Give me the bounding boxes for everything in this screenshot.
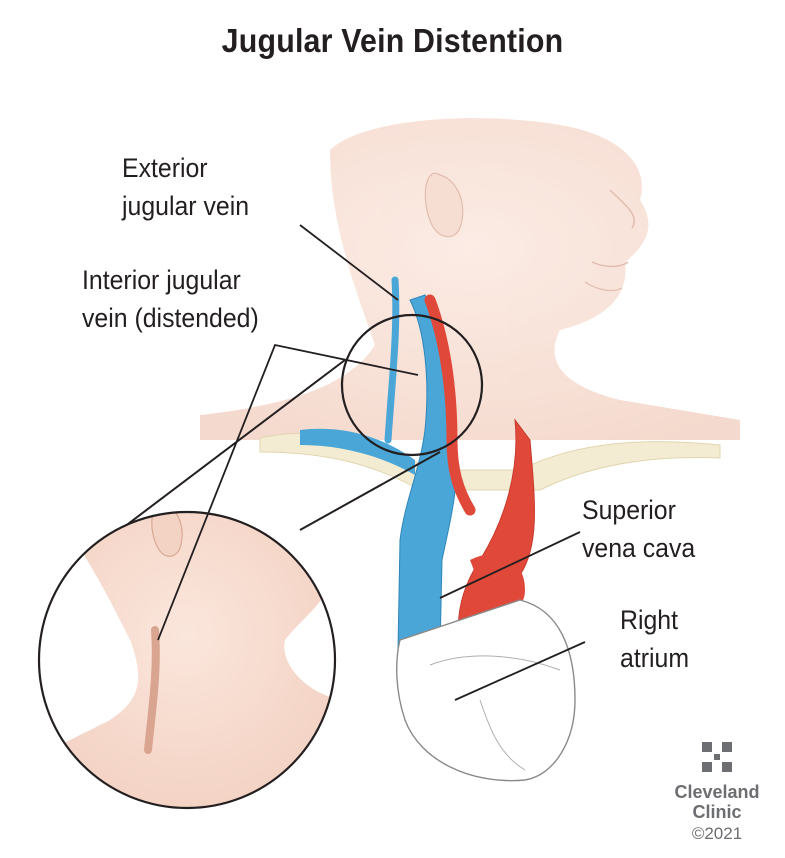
- leader-atrium: [454, 641, 586, 701]
- subclavian-vein: [300, 428, 415, 475]
- cleveland-clinic-logo-icon: [702, 742, 732, 772]
- zoom-inset: [37, 510, 337, 810]
- magnify-connector-1: [119, 359, 346, 531]
- copyright: ©2021: [691, 824, 743, 843]
- label-atrium-line2: atrium: [620, 643, 690, 673]
- leader-exterior: [299, 224, 399, 301]
- cleveland-clinic-logo: Cleveland Clinic ©2021: [662, 742, 772, 844]
- label-svc-line2: vena cava: [582, 533, 696, 563]
- logo-line2: Clinic: [692, 802, 742, 822]
- leader-svc: [439, 531, 581, 599]
- label-interior-line1: Interior jugular: [82, 265, 241, 295]
- label-atrium-line1: Right: [620, 605, 678, 635]
- label-interior-line2: vein (distended): [82, 303, 259, 333]
- carotid-artery: [424, 294, 476, 516]
- head-neck: [200, 118, 740, 441]
- heart: [396, 599, 576, 782]
- logo-line1: Cleveland: [674, 782, 760, 802]
- label-exterior-line2: jugular vein: [122, 191, 250, 221]
- label-exterior-line1: Exterior: [122, 153, 208, 183]
- aortic-arch: [470, 554, 525, 615]
- page-title: Jugular Vein Distention: [221, 22, 564, 59]
- magnify-connector-2: [299, 451, 441, 531]
- distended-vein-inset: [144, 626, 160, 754]
- leader-interior: [157, 343, 419, 641]
- label-svc-line1: Superior: [582, 495, 676, 525]
- magnify-ring: [340, 313, 484, 457]
